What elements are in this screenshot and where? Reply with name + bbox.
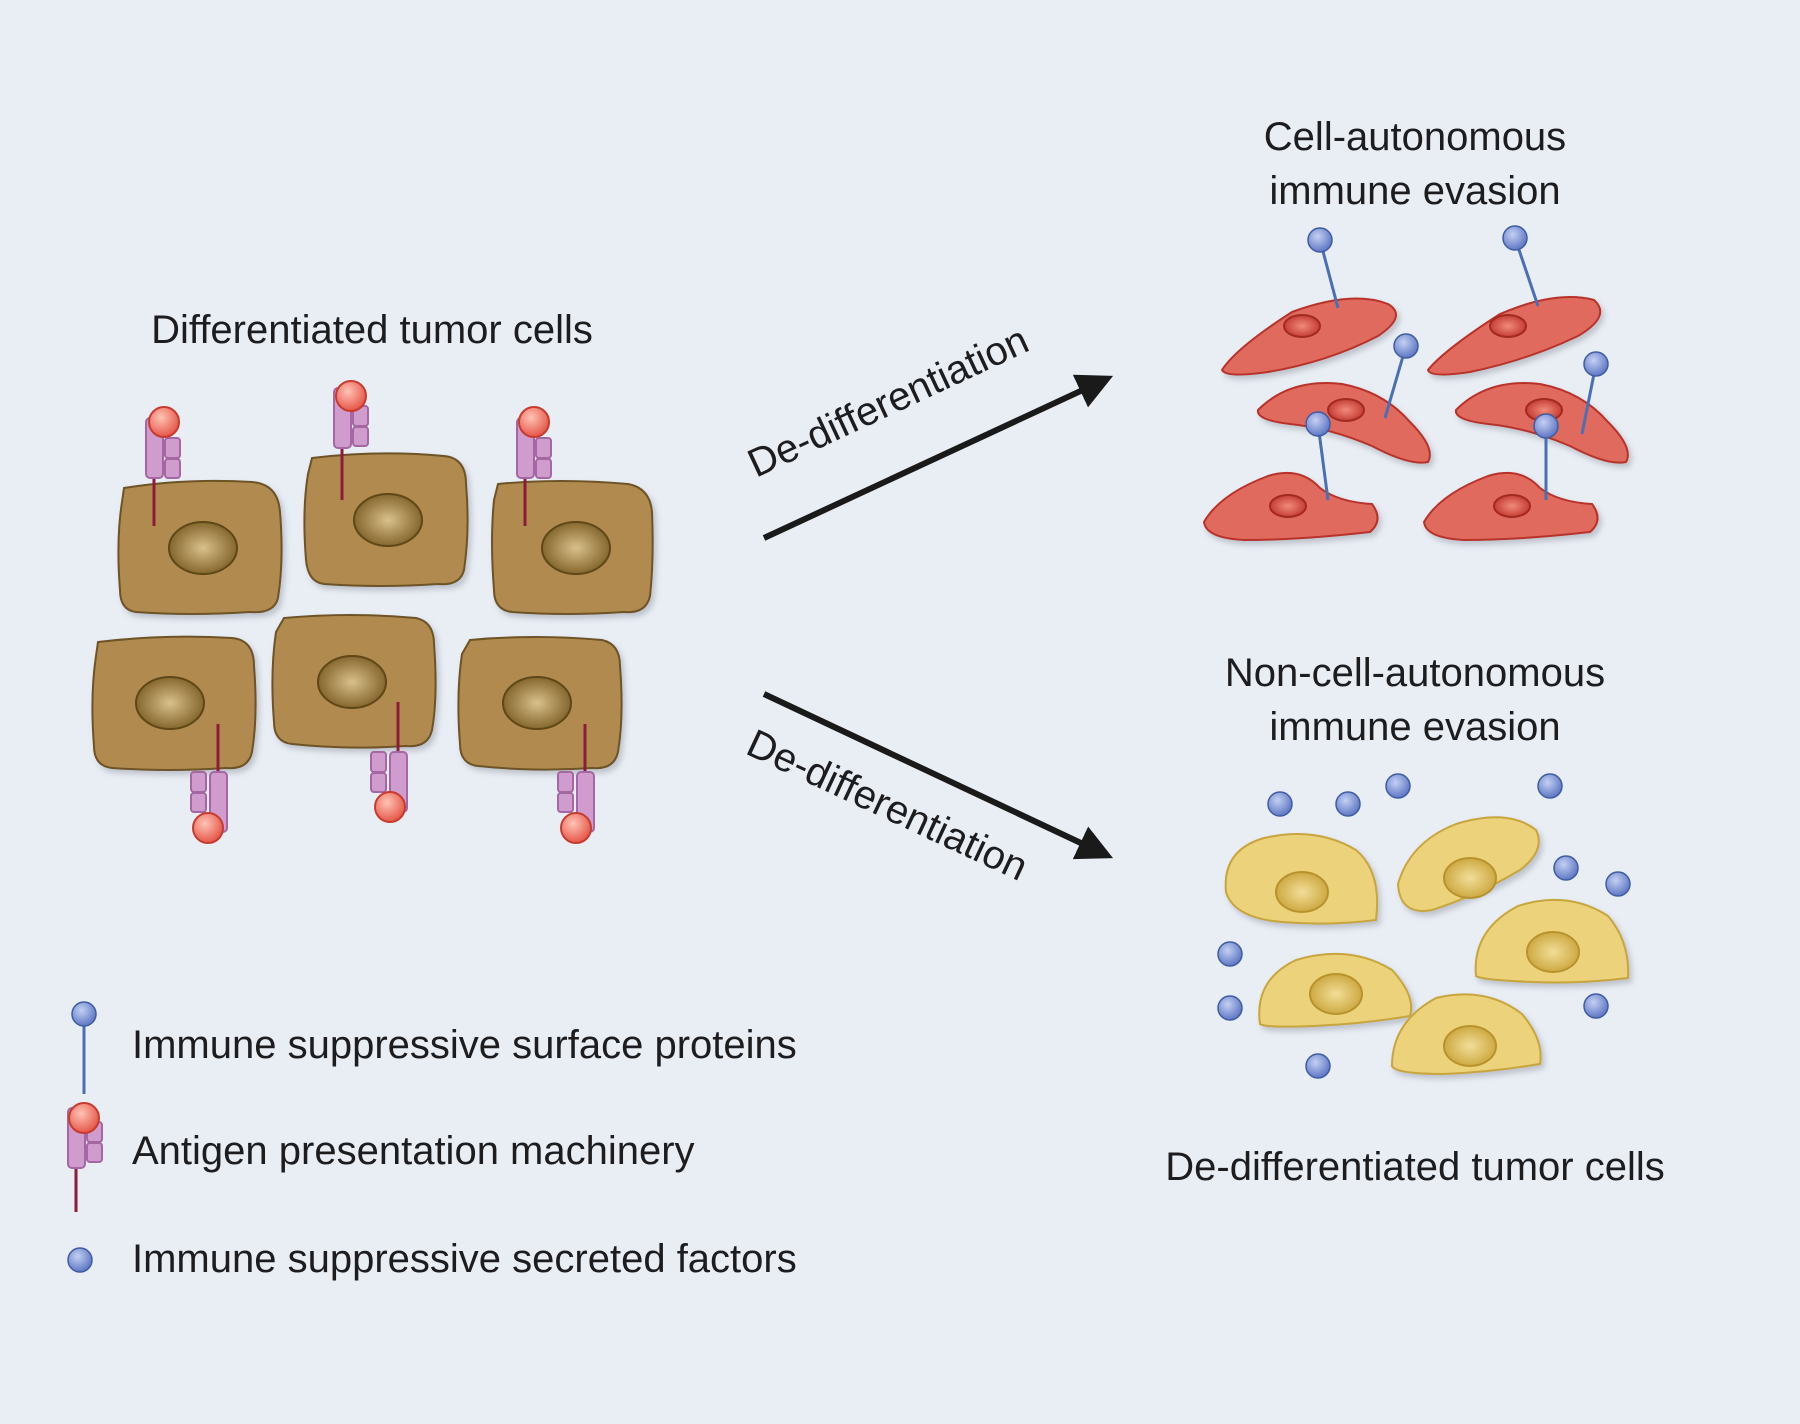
non-cell-autonomous-group (1217, 773, 1631, 1079)
antigen-presentation-icon (145, 406, 181, 526)
surface-protein-icon (1307, 227, 1333, 253)
antigen-presentation-icon (190, 724, 228, 844)
antigen-presentation-icon (333, 380, 369, 500)
differentiated-cell (117, 479, 283, 615)
secreted-factor-icon (1217, 941, 1243, 967)
antigen-presentation-icon (68, 1102, 100, 1134)
legend-item: Immune suppressive secreted factors (67, 1237, 797, 1281)
differentiated-cell (271, 614, 437, 749)
antigen-presentation-icon (557, 724, 595, 844)
antigen-presentation-icon (516, 406, 552, 526)
cell-autonomous-title-line2: immune evasion (1269, 169, 1560, 213)
legend-item: Antigen presentation machinery (67, 1102, 695, 1212)
legend-label: Antigen presentation machinery (132, 1129, 695, 1173)
secreted-factor-icon (1217, 995, 1243, 1021)
arrow-top (762, 374, 1114, 541)
non-cell-autonomous-title-line2: immune evasion (1269, 705, 1560, 749)
differentiated-title: Differentiated tumor cells (151, 308, 593, 352)
antigen-presentation-icon (370, 702, 408, 823)
legend-label: Immune suppressive surface proteins (132, 1023, 797, 1067)
differentiated-cell (303, 452, 469, 587)
surface-protein-icon (71, 1001, 97, 1027)
legend: Immune suppressive surface proteins Anti… (67, 1001, 797, 1281)
secreted-factor-icon (1267, 791, 1293, 817)
surface-protein-icon (1533, 413, 1559, 439)
surface-protein-icon (1583, 351, 1609, 377)
secreted-factor-icon (1385, 773, 1411, 799)
secreted-factor-icon (1583, 993, 1609, 1019)
autonomous-cell (1256, 382, 1431, 464)
arrow-top-label: De-differentiation (741, 318, 1035, 486)
secreted-factor-icon (1335, 791, 1361, 817)
secreted-factor-icon (1305, 1053, 1331, 1079)
non-cell-autonomous-title-line1: Non-cell-autonomous (1225, 651, 1605, 695)
surface-protein-icon (1393, 333, 1419, 359)
dedifferentiated-title: De-differentiated tumor cells (1165, 1145, 1665, 1189)
secreted-factor-group (1217, 773, 1631, 1079)
arrow-bottom (762, 691, 1114, 860)
differentiated-cell (91, 635, 257, 771)
differentiated-cell (491, 480, 654, 615)
differentiated-cell-group (91, 452, 654, 771)
secreted-factor-icon (1537, 773, 1563, 799)
cell-autonomous-group (1202, 225, 1629, 542)
cell-autonomous-title-line1: Cell-autonomous (1264, 115, 1566, 159)
differentiated-cell (457, 636, 623, 771)
secreted-factor-icon (67, 1247, 93, 1273)
secreted-factor-icon (1605, 871, 1631, 897)
antigen-presentation-group (145, 380, 595, 844)
legend-label: Immune suppressive secreted factors (132, 1237, 797, 1281)
legend-item: Immune suppressive surface proteins (71, 1001, 797, 1094)
surface-protein-icon (1305, 411, 1331, 437)
secreted-factor-icon (1553, 855, 1579, 881)
surface-protein-icon (1502, 225, 1528, 251)
arrow-bottom-label: De-differentiation (740, 721, 1034, 889)
